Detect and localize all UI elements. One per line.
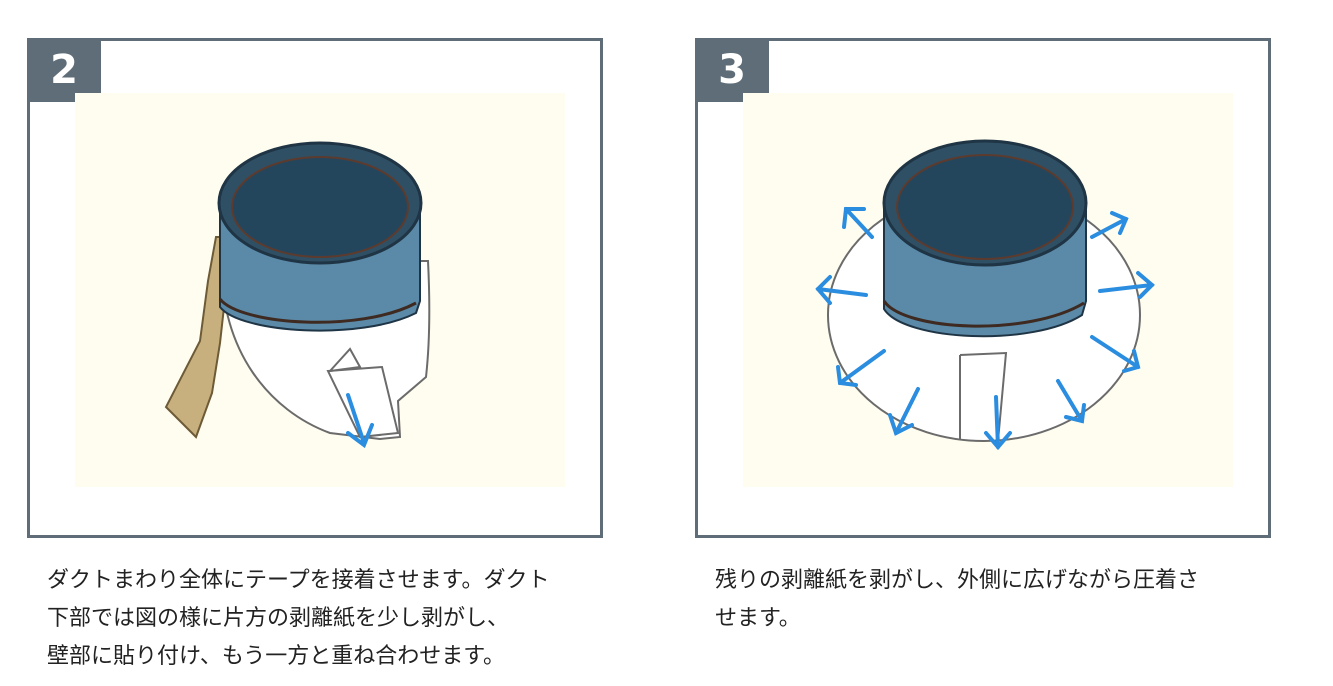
arrow-down-icon — [346, 393, 374, 449]
caption-line: ダクトまわり全体にテープを接着させます。ダクト — [47, 568, 550, 593]
duct-opening — [896, 154, 1074, 260]
step-3-panel: 3 — [695, 38, 1271, 538]
caption-line: せます。 — [715, 606, 801, 631]
arrow-icon — [836, 349, 886, 387]
step-number-badge: 2 — [27, 38, 101, 102]
step-2-panel: 2 — [27, 38, 603, 538]
duct-opening — [231, 156, 409, 258]
step-2-caption: ダクトまわり全体にテープを接着させます。ダクト 下部では図の様に片方の剥離紙を少… — [47, 562, 607, 676]
arrow-icon — [1090, 335, 1141, 373]
step-3-caption: 残りの剥離紙を剥がし、外側に広げながら圧着さ せます。 — [715, 562, 1275, 638]
arrow-icon — [888, 387, 920, 436]
step-number-badge: 3 — [695, 38, 769, 102]
arrow-icon — [815, 275, 868, 305]
caption-line: 残りの剥離紙を剥がし、外側に広げながら圧着さ — [715, 568, 1200, 593]
peeled-liner — [326, 365, 400, 439]
arrow-icon — [1098, 271, 1155, 299]
arrow-icon — [842, 207, 874, 239]
caption-line: 壁部に貼り付け、もう一方と重ね合わせます。 — [47, 644, 506, 669]
arrow-icon — [1090, 211, 1129, 239]
arrow-icon — [1056, 379, 1086, 424]
caption-line: 下部では図の様に片方の剥離紙を少し剥がし、 — [47, 606, 510, 631]
step-3-illustration — [815, 139, 1155, 451]
arrow-icon — [984, 395, 1012, 451]
step-2-illustration — [164, 141, 431, 449]
